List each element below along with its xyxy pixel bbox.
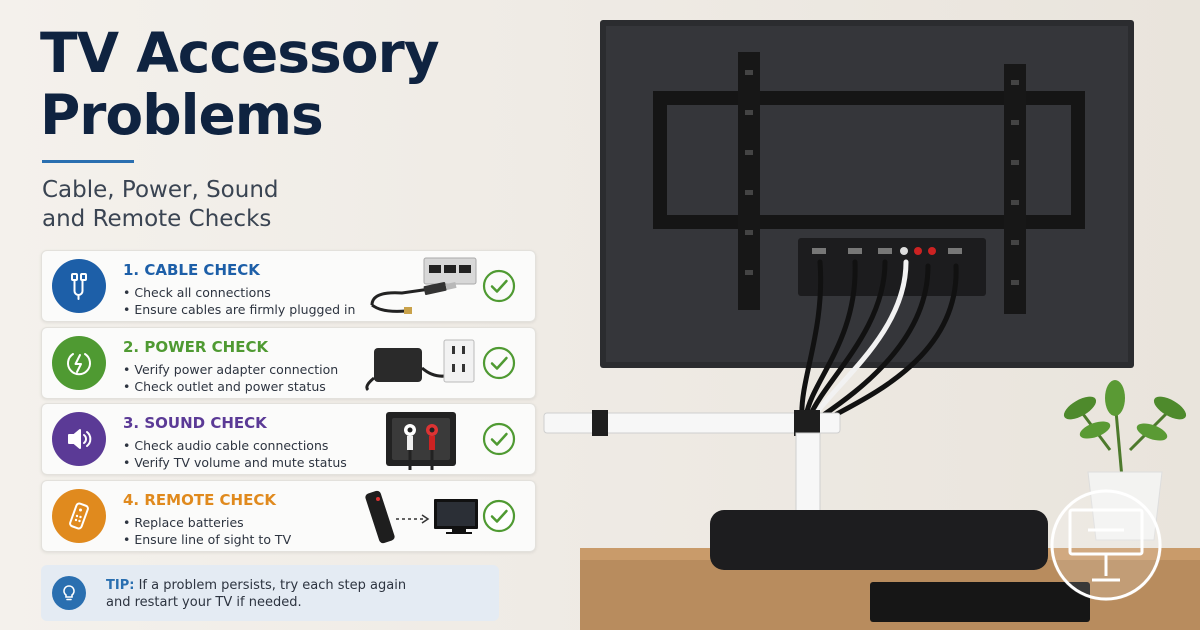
subtitle-line-2: and Remote Checks bbox=[42, 206, 272, 232]
card-bullets: Check audio cable connections Verify TV … bbox=[123, 437, 347, 471]
title-line-2: Problems bbox=[40, 83, 324, 147]
card-bullet: Ensure cables are firmly plugged in bbox=[123, 301, 355, 318]
power-check-card: 2. POWER CHECK Verify power adapter conn… bbox=[41, 327, 536, 399]
power-adapter-illustration bbox=[365, 339, 475, 392]
card-bullet: Check outlet and power status bbox=[123, 378, 338, 395]
tip-box: TIP: If a problem persists, try each ste… bbox=[41, 565, 499, 621]
card-heading: 1. CABLE CHECK bbox=[123, 261, 260, 279]
tip-line-1: If a problem persists, try each step aga… bbox=[138, 578, 407, 593]
card-heading: 2. POWER CHECK bbox=[123, 338, 269, 356]
tip-line-2: and restart your TV if needed. bbox=[106, 595, 302, 610]
checkmark-icon bbox=[482, 499, 516, 533]
subtitle-line-1: Cable, Power, Sound bbox=[42, 177, 279, 203]
cable-check-card: 1. CABLE CHECK Check all connections Ens… bbox=[41, 250, 536, 322]
lightbulb-icon bbox=[52, 576, 86, 610]
tip-text: TIP: If a problem persists, try each ste… bbox=[106, 577, 406, 611]
tip-label: TIP: bbox=[106, 578, 135, 593]
page-title: TV Accessory Problems bbox=[40, 21, 440, 147]
card-bullets: Replace batteries Ensure line of sight t… bbox=[123, 514, 291, 548]
mount-bracket-right bbox=[1004, 64, 1026, 314]
title-line-1: TV Accessory bbox=[40, 21, 440, 85]
subtitle: Cable, Power, Sound and Remote Checks bbox=[42, 176, 279, 234]
cable-icon bbox=[52, 259, 106, 313]
title-divider bbox=[42, 160, 134, 163]
checkmark-icon bbox=[482, 422, 516, 456]
audio-jack-illustration bbox=[386, 412, 456, 470]
tv-mount-logo-icon bbox=[1050, 489, 1162, 601]
remote-check-card: 4. REMOTE CHECK Replace batteries Ensure… bbox=[41, 480, 536, 552]
hdmi-cable-illustration bbox=[370, 257, 477, 314]
checkmark-icon bbox=[482, 269, 516, 303]
card-heading: 3. SOUND CHECK bbox=[123, 414, 267, 432]
card-bullet: Check audio cable connections bbox=[123, 437, 347, 454]
sound-check-card: 3. SOUND CHECK Check audio cable connect… bbox=[41, 403, 536, 475]
cable-raceway bbox=[543, 412, 841, 434]
speaker-icon bbox=[52, 412, 106, 466]
media-player-box bbox=[870, 582, 1090, 622]
card-bullets: Verify power adapter connection Check ou… bbox=[123, 361, 338, 395]
card-bullet: Verify power adapter connection bbox=[123, 361, 338, 378]
cable-raceway-vertical bbox=[795, 432, 821, 526]
card-heading: 4. REMOTE CHECK bbox=[123, 491, 276, 509]
checkmark-icon bbox=[482, 346, 516, 380]
tv-port-panel bbox=[798, 238, 986, 296]
card-bullet: Replace batteries bbox=[123, 514, 291, 531]
power-icon bbox=[52, 336, 106, 390]
card-bullet: Verify TV volume and mute status bbox=[123, 454, 346, 471]
remote-to-tv-illustration bbox=[365, 490, 478, 544]
card-bullets: Check all connections Ensure cables are … bbox=[123, 284, 355, 318]
remote-icon bbox=[52, 489, 106, 543]
mount-bracket-left bbox=[738, 52, 760, 310]
soundbar bbox=[710, 510, 1048, 570]
card-bullet: Check all connections bbox=[123, 284, 355, 301]
card-bullet: Ensure line of sight to TV bbox=[123, 531, 291, 548]
tv-scene-illustration bbox=[543, 20, 1200, 630]
